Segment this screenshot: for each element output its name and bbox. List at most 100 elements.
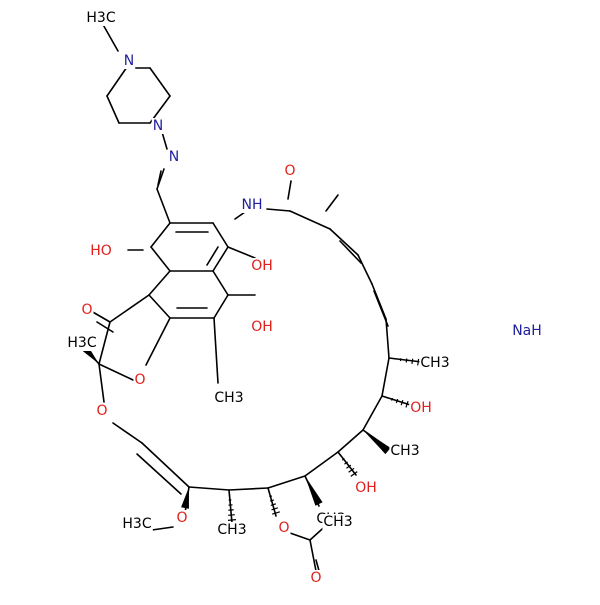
stereo-hash	[269, 496, 272, 497]
bond-line	[107, 67, 127, 96]
atom-label-imine-n: N	[168, 149, 180, 165]
atom-label-pip-n1: N	[123, 53, 135, 69]
bond-line	[157, 189, 170, 223]
bond-line	[150, 68, 170, 96]
atom-text: H3C	[67, 335, 96, 351]
bond-line	[146, 318, 170, 365]
atom-label-oh-3: OH	[250, 319, 274, 335]
bond-line	[107, 96, 119, 123]
bond-line	[338, 430, 363, 452]
atom-text: OH	[251, 258, 273, 274]
atom-text: OH	[410, 400, 432, 416]
atom-text: CH3	[217, 522, 246, 538]
bond-line	[214, 318, 218, 383]
bond-line	[290, 211, 330, 229]
atom-text: O	[96, 403, 107, 419]
stereo-hash	[401, 400, 403, 405]
bond-line	[326, 195, 338, 211]
bond-line	[340, 241, 361, 263]
bond-line	[228, 247, 255, 258]
atom-label-layer: H3CNNNNHOHOOHOHOH3COCH3OCH3OHCH3OHCH3OOC…	[66, 10, 450, 586]
bond-line	[149, 295, 170, 318]
atom-text: OH	[355, 480, 377, 496]
bond-line	[91, 311, 110, 322]
bond-line	[99, 364, 104, 402]
stereo-hash	[228, 520, 236, 521]
stereo-hash	[406, 359, 407, 363]
stereo-hash	[228, 515, 235, 516]
bond-line	[99, 322, 110, 364]
stereo-hash	[340, 455, 341, 456]
bond-line	[151, 247, 170, 271]
bond-line	[310, 540, 316, 571]
bond-line	[162, 132, 167, 149]
atom-text: OH	[251, 319, 273, 335]
atom-label-amide-o: O	[283, 163, 296, 179]
atom-text: HO	[90, 243, 112, 259]
atom-text: N	[124, 53, 134, 69]
stereo-hash	[418, 359, 419, 366]
bond-line	[374, 291, 388, 326]
bond-line	[330, 229, 358, 255]
bond-line	[268, 476, 305, 488]
stereo-wedge	[181, 487, 189, 509]
bond-line	[207, 247, 218, 265]
atom-text: O	[310, 570, 321, 586]
atom-label-lactone-o: O	[80, 302, 93, 318]
atom-text: O	[81, 302, 92, 318]
bond-line	[382, 358, 389, 396]
bond-line	[213, 271, 228, 295]
atom-label-oh-4: OH	[409, 400, 433, 416]
atom-text: CH3	[214, 390, 243, 406]
atom-label-furan-o: O	[133, 372, 146, 388]
atom-label-chain-me-2: CH3	[389, 443, 420, 459]
atom-label-ring-me: H3C	[66, 335, 97, 351]
atom-text: H3C	[122, 516, 151, 532]
stereo-hash	[271, 504, 276, 506]
bond-line	[358, 255, 372, 284]
bond-line	[213, 223, 228, 247]
stereo-hash	[392, 398, 393, 401]
atom-text: H3C	[86, 10, 115, 26]
bond-line	[305, 452, 338, 476]
stereo-hash	[396, 399, 397, 403]
atom-text: CH3	[323, 514, 352, 530]
atom-label-oh-2: OH	[250, 258, 274, 274]
atom-label-amide-nh: NH	[241, 197, 264, 213]
bond-line	[113, 423, 142, 443]
atom-label-ace-me: CH3	[322, 514, 353, 530]
atom-label-ace-o1: O	[277, 520, 290, 536]
atom-label-chain-me-1: CH3	[419, 355, 450, 371]
atom-text: NH	[242, 197, 263, 213]
atom-label-chain-me-4: CH3	[216, 522, 247, 538]
stereo-hash	[228, 510, 233, 511]
bond-line	[267, 209, 290, 211]
atom-text: N	[169, 149, 179, 165]
atom-label-n-methyl: H3C	[85, 10, 116, 26]
stereo-wedge	[363, 430, 391, 454]
bond-line	[290, 533, 310, 540]
bond-line	[189, 487, 229, 490]
bond-line	[288, 181, 291, 199]
counterion-label: NaH	[512, 323, 542, 339]
atom-label-pip-n2: N	[152, 118, 164, 134]
atom-label-methoxy-o: O	[175, 510, 188, 526]
bond-line	[363, 396, 382, 430]
atom-text: N	[153, 118, 163, 134]
atom-label-ace-o2: O	[309, 570, 322, 586]
bond-line	[99, 364, 133, 380]
bond-line	[97, 322, 113, 332]
stereo-wedge	[305, 476, 323, 506]
bond-line	[214, 295, 228, 318]
atom-label-oh-5: OH	[354, 480, 378, 496]
bond-line	[229, 488, 268, 490]
atom-text: O	[176, 510, 187, 526]
bond-line	[110, 295, 149, 322]
atom-label-methoxy-me: H3C	[121, 516, 152, 532]
atom-text: O	[278, 520, 289, 536]
atom-text: O	[134, 372, 145, 388]
atom-label-oh-1: HO	[89, 243, 113, 259]
bond-line	[149, 271, 170, 295]
